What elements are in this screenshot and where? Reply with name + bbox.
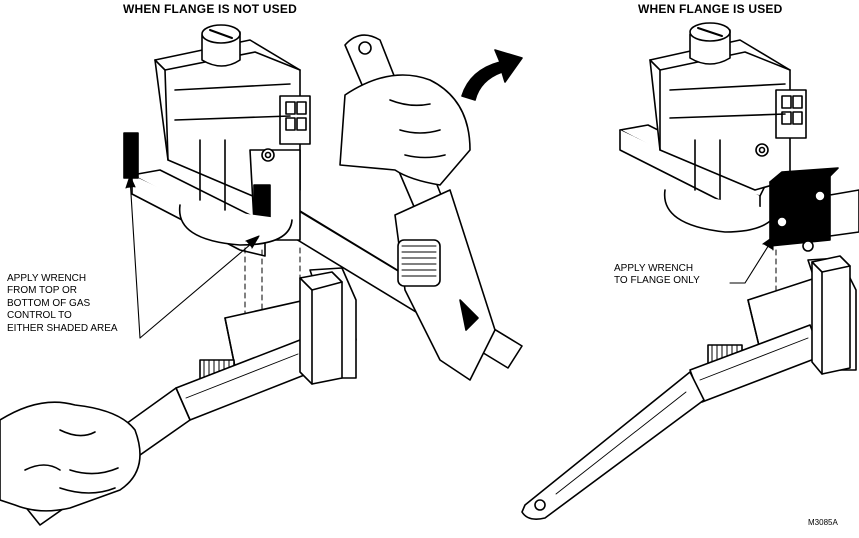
callout-right-line: TO FLANGE ONLY xyxy=(614,275,700,287)
heading-flange-not-used: WHEN FLANGE IS NOT USED xyxy=(123,2,297,16)
hand-right-top xyxy=(339,74,471,186)
flange-right xyxy=(769,167,859,252)
hand-left xyxy=(0,401,141,512)
gas-control-valve-left xyxy=(123,24,311,257)
callout-left-line: APPLY WRENCH xyxy=(7,273,87,284)
adjustable-wrench-right xyxy=(521,257,857,520)
heading-flange-used: WHEN FLANGE IS USED xyxy=(638,2,783,16)
gas-control-valve-right xyxy=(619,22,807,233)
callout-left-line: BOTTOM OF GAS xyxy=(7,297,91,309)
figure-code: M3085A xyxy=(808,518,838,527)
support-post-right xyxy=(811,255,851,375)
support-post-left xyxy=(299,271,343,385)
callout-left-line: CONTROL TO xyxy=(7,310,72,322)
callout-right-line: APPLY WRENCH xyxy=(614,263,694,274)
leader-arrow-right xyxy=(729,236,774,284)
callout-left-line: EITHER SHADED AREA xyxy=(7,322,118,334)
leader-arrows-left xyxy=(125,175,260,339)
rotation-arrow-icon xyxy=(461,49,523,101)
callout-left: APPLY WRENCH FROM TOP OR BOTTOM OF GAS C… xyxy=(7,273,118,335)
callout-right: APPLY WRENCH TO FLANGE ONLY xyxy=(614,263,700,288)
callout-left-line: FROM TOP OR xyxy=(7,285,78,297)
